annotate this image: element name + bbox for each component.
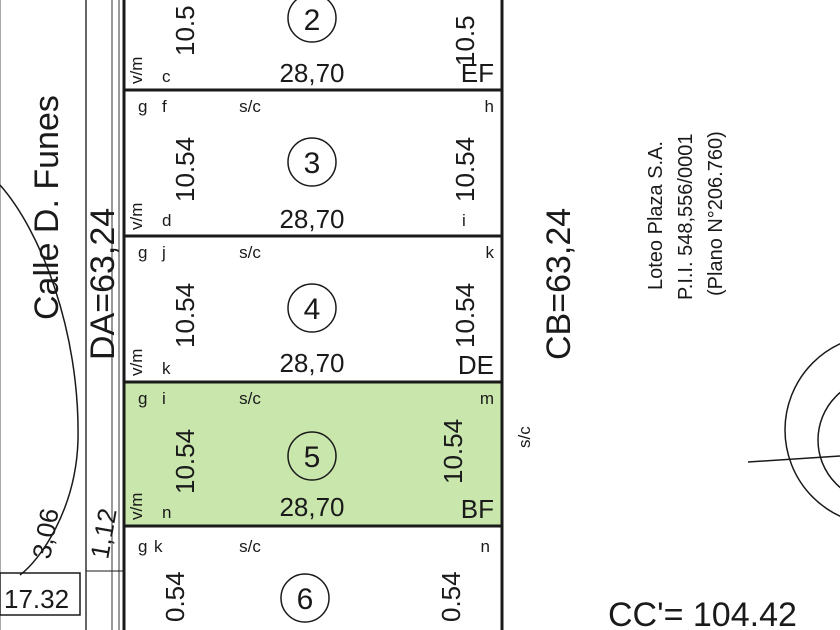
lot-left-side: 10.54: [170, 137, 200, 202]
owner-line-2: P.I.I. 548,556/0001: [675, 134, 697, 300]
lot-vm: v/m: [127, 57, 146, 84]
lot-right-side: 10.54: [438, 419, 468, 484]
lot-left-side: 0.54: [160, 571, 190, 622]
lot-number-circle: [287, 137, 337, 187]
lot-corner-tl: f: [162, 97, 167, 116]
lot-depth: 28,70: [279, 204, 344, 234]
lot-corner-g: g: [138, 97, 147, 116]
road-line: [747, 455, 840, 463]
lot-number-circle: [287, 0, 337, 43]
lot-number-circle: [287, 431, 337, 481]
lot-left-side: 10.54: [170, 283, 200, 348]
lot-corner-tr: k: [486, 243, 495, 262]
lot-vm: v/m: [127, 203, 146, 230]
lot-depth: 28,70: [279, 492, 344, 522]
lot-corner-br: BF: [461, 494, 494, 524]
lot-corner-bl: c: [162, 67, 171, 86]
lot-number: 3: [304, 147, 321, 180]
lot-corner-tr: n: [481, 537, 490, 556]
lot-left-side: 10.54: [170, 429, 200, 494]
lot-left-side: 10.5: [170, 5, 200, 56]
lot-corner-bl: k: [162, 359, 171, 378]
lot-corner-bl: d: [162, 211, 171, 230]
curved-street-line: [0, 184, 79, 576]
lot-sc: s/c: [239, 97, 261, 116]
lot-corner-br: i: [462, 211, 466, 230]
lot-sc: s/c: [239, 389, 261, 408]
lot-corner-g: g: [138, 537, 147, 556]
lot-sc: s/c: [239, 243, 261, 262]
boundary-da: DA=63,24: [84, 208, 122, 360]
side-sc: s/c: [515, 426, 534, 448]
lot-number: 4: [304, 293, 321, 326]
lot-right-side: 10.54: [450, 283, 480, 348]
lot-4: g j s/c k 4 10.54 10.54 v/m k 28,70 DE: [127, 243, 495, 380]
owner-line-1: Loteo Plaza S.A.: [645, 141, 667, 290]
lot-5-highlight: [124, 382, 502, 526]
lot-number-circle: [287, 283, 337, 333]
lot-right-side: 10.54: [450, 137, 480, 202]
measure-1-12: 1,12: [84, 506, 122, 561]
lot-5: g i s/c m 5 10.54 10.54 v/m n 28,70 BF: [127, 389, 494, 524]
lot-number: 2: [304, 4, 321, 37]
lot-vm: v/m: [127, 493, 146, 520]
lot-6: g k s/c n 6 0.54 0.54: [138, 537, 490, 623]
measure-17-32: 17.32: [4, 584, 69, 614]
lot-sc: s/c: [239, 537, 261, 556]
street-name: Calle D. Funes: [28, 95, 66, 320]
lot-corner-tl: j: [161, 243, 166, 262]
lot-corner-tl: k: [154, 537, 163, 556]
lot-number: 5: [304, 441, 321, 474]
roundabout-arc: [784, 343, 840, 517]
lot-corner-tr: m: [480, 389, 494, 408]
owner-line-3: (Plano N°206.760): [705, 131, 727, 296]
roundabout-arc: [817, 391, 840, 489]
measure-3-06: 3,06: [26, 506, 64, 561]
lot-corner-tr: h: [485, 97, 494, 116]
lot-number-circle: [280, 573, 330, 623]
boundary-cc: CC'= 104.42: [608, 596, 797, 630]
lot-corner-g: g: [138, 389, 147, 408]
lot-corner-br: DE: [458, 350, 494, 380]
lot-depth: 28,70: [279, 58, 344, 88]
lot-corner-br: EF: [461, 58, 494, 88]
lot-depth: 28,70: [279, 348, 344, 378]
lot-corner-g: g: [138, 243, 147, 262]
lot-vm: v/m: [127, 349, 146, 376]
measure-box: [0, 572, 81, 616]
lot-2: 2 10.5 10.5 v/m c 28,70 EF: [127, 0, 494, 88]
boundary-cb: CB=63,24: [540, 208, 578, 360]
lot-3: g f s/c h 3 10.54 10.54 v/m d 28,70 i: [127, 97, 494, 234]
lot-right-side: 10.5: [450, 15, 480, 66]
lot-right-side: 0.54: [436, 571, 466, 622]
lot-corner-bl: n: [162, 503, 171, 522]
lot-number: 6: [297, 583, 314, 616]
lot-corner-tl: i: [162, 389, 166, 408]
